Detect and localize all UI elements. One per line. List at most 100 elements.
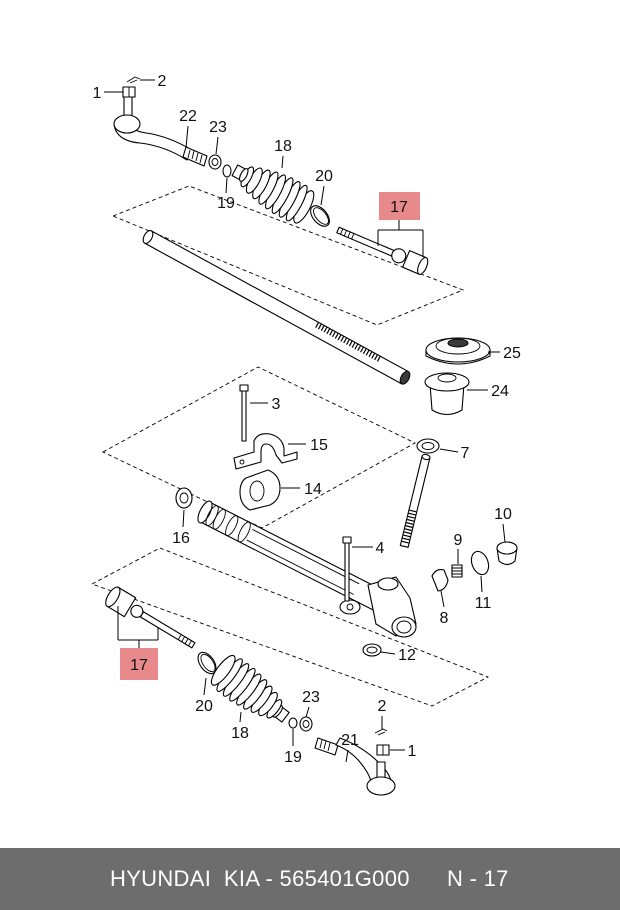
upper-assembly-outline: [111, 185, 465, 326]
footer-bar: HYUNDAI KIA - 565401G000 N - 17: [0, 848, 620, 910]
svg-text:19: 19: [217, 195, 235, 212]
bellows-boot-top: [231, 164, 315, 224]
lower-assembly-outline: [90, 547, 490, 707]
callout-9: 9: [454, 532, 463, 564]
svg-text:23: 23: [302, 689, 320, 706]
castle-nut-top: [122, 86, 136, 98]
svg-text:1: 1: [93, 85, 102, 102]
housing-o-ring: [362, 643, 382, 657]
svg-text:14: 14: [304, 481, 322, 498]
yoke-spring: [451, 564, 463, 578]
lock-nut-top: [208, 154, 222, 170]
pinion-housing-port: [391, 616, 417, 638]
svg-text:3: 3: [272, 396, 281, 413]
castle-nut-bottom: [376, 744, 390, 756]
callout-20-top: 20: [315, 168, 333, 206]
callout-20-bottom: 20: [195, 677, 213, 715]
svg-text:18: 18: [231, 725, 249, 742]
callout-7: 7: [439, 445, 470, 462]
footer-part-number: HYUNDAI KIA - 565401G000: [110, 866, 410, 891]
pinion-cover: [425, 337, 491, 365]
boot-clip-small-bottom: [288, 717, 298, 729]
callout-4: 4: [352, 540, 385, 557]
callout-10: 10: [494, 506, 512, 543]
housing-mount-hole: [346, 603, 354, 611]
svg-text:4: 4: [376, 540, 385, 557]
callout-19-bottom: 19: [284, 729, 302, 766]
callout-24: 24: [467, 383, 509, 400]
callout-21: 21: [341, 732, 359, 763]
boot-band-top: [310, 205, 330, 227]
callout-12: 12: [380, 647, 416, 664]
svg-text:23: 23: [209, 119, 227, 136]
svg-text:2: 2: [158, 73, 167, 90]
cotter-pin-top: [126, 76, 141, 84]
callout-3: 3: [250, 396, 281, 413]
steering-gear-parts-diagram: 1 2 22 23 18 19 20 17 25 24 7: [90, 73, 521, 796]
svg-text:19: 19: [284, 749, 302, 766]
mounting-bushing: [239, 469, 281, 511]
svg-text:25: 25: [503, 345, 521, 362]
callout-16: 16: [172, 509, 190, 547]
inner-tie-rod-top: [336, 226, 429, 275]
callout-17-bottom-highlight: 17: [117, 606, 159, 680]
bracket-hole: [239, 459, 245, 465]
svg-text:17: 17: [130, 657, 148, 674]
callout-15: 15: [288, 437, 328, 454]
pinion-shaft: [399, 453, 431, 548]
pinion-bearing-housing: [424, 372, 470, 416]
svg-text:15: 15: [310, 437, 328, 454]
cotter-pin-bottom: [374, 728, 388, 736]
callout-2-bottom: 2: [378, 698, 387, 729]
callout-17-top-highlight: 17: [377, 192, 424, 257]
callout-1-top: 1: [93, 85, 123, 102]
svg-text:10: 10: [494, 506, 512, 523]
callout-14: 14: [281, 481, 322, 498]
bellows-boot-bottom: [210, 654, 290, 723]
svg-text:8: 8: [440, 610, 449, 627]
callout-19-top: 19: [217, 177, 235, 212]
callout-18-bottom: 18: [231, 711, 249, 742]
svg-text:18: 18: [274, 138, 292, 155]
support-yoke: [431, 569, 449, 592]
callout-23-top: 23: [209, 119, 227, 155]
svg-text:24: 24: [491, 383, 509, 400]
mounting-bracket: [233, 433, 298, 470]
callout-22: 22: [179, 108, 197, 149]
boot-clip-small-top: [222, 164, 232, 178]
callout-2-top: 2: [140, 73, 167, 90]
pinion-seal: [416, 438, 440, 454]
svg-text:17: 17: [390, 199, 408, 216]
steering-gear-housing: [197, 500, 394, 616]
footer-reference: N - 17: [447, 866, 509, 891]
pinion-housing-top: [377, 577, 399, 591]
rack-bar: [142, 230, 411, 385]
svg-text:1: 1: [408, 743, 417, 760]
yoke-o-ring: [470, 550, 490, 576]
svg-text:7: 7: [461, 445, 470, 462]
svg-text:20: 20: [195, 698, 213, 715]
yoke-plug: [496, 541, 518, 566]
housing-bolt: [342, 536, 352, 602]
rack-bearing: [175, 487, 193, 509]
outer-tie-rod-end-bottom: [314, 737, 396, 796]
callout-1-bottom: 1: [390, 743, 417, 760]
svg-text:16: 16: [172, 530, 190, 547]
inner-tie-rod-bottom: [105, 586, 196, 649]
svg-text:11: 11: [475, 595, 492, 612]
bracket-bolt: [239, 384, 249, 442]
svg-text:2: 2: [378, 698, 387, 715]
svg-text:9: 9: [454, 532, 463, 549]
callout-8: 8: [440, 590, 449, 627]
svg-text:20: 20: [315, 168, 333, 185]
callout-18-top: 18: [274, 138, 292, 169]
callout-23-bottom: 23: [302, 689, 320, 718]
callout-11: 11: [475, 575, 492, 612]
callout-25: 25: [488, 345, 521, 362]
svg-text:21: 21: [341, 732, 359, 749]
lock-nut-bottom: [299, 716, 313, 732]
outer-tie-rod-end-top: [113, 96, 208, 167]
svg-text:22: 22: [179, 108, 197, 125]
housing-mount-ear: [339, 599, 361, 615]
svg-text:12: 12: [398, 647, 416, 664]
